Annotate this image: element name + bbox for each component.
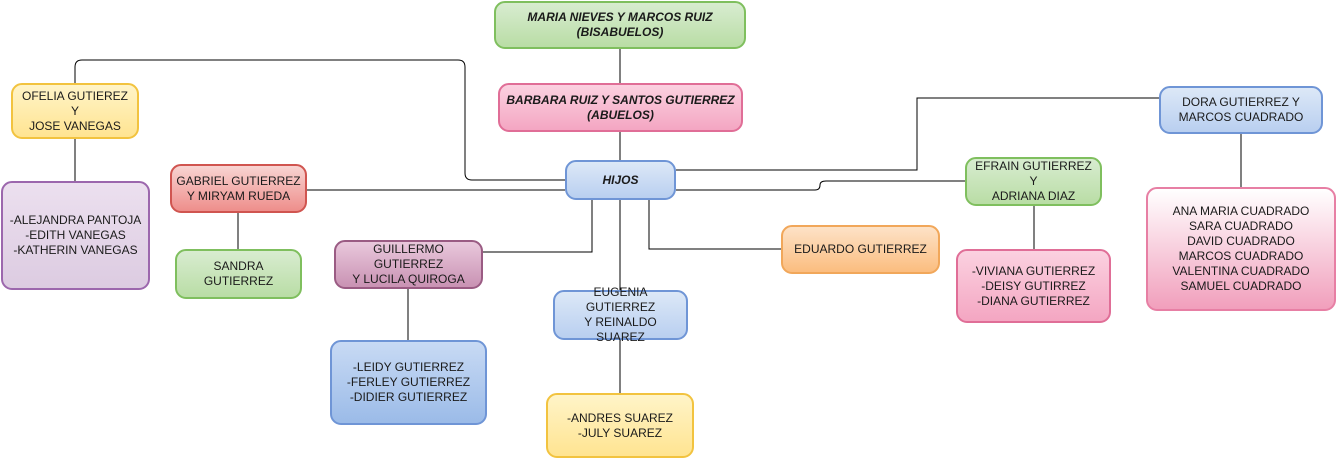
link-hijos-eduardo [648, 200, 781, 250]
efrain-children-node[interactable]: -VIVIANA GUTIERREZ -DEISY GUTIRREZ -DIAN… [956, 249, 1111, 323]
guillermo-children-node[interactable]: -LEIDY GUTIERREZ -FERLEY GUTIERREZ -DIDI… [330, 340, 487, 425]
gabriel-children-node[interactable]: SANDRA GUTIERREZ [175, 249, 302, 299]
eugenia-family-node[interactable]: EUGENIA GUTIERREZ Y REINALDO SUAREZ [553, 285, 688, 344]
dora-children-node[interactable]: ANA MARIA CUADRADO SARA CUADRADO DAVID C… [1146, 187, 1336, 311]
grandparents-node[interactable]: BARBARA RUIZ Y SANTOS GUTIERREZ (ABUELOS… [498, 83, 743, 132]
gabriel-family-node[interactable]: GABRIEL GUTIERREZ Y MIRYAM RUEDA [170, 164, 307, 213]
eugenia-children-node[interactable]: -ANDRES SUAREZ -JULY SUAREZ [546, 393, 694, 458]
link-hijos-ofelia [74, 59, 565, 181]
efrain-family-node[interactable]: EFRAIN GUTIERREZ Y ADRIANA DIAZ [965, 157, 1102, 206]
great-grandparents-node[interactable]: MARIA NIEVES Y MARCOS RUIZ (BISABUELOS) [494, 1, 746, 49]
guillermo-family-node[interactable]: GUILLERMO GUTIERREZ Y LUCILA QUIROGA [334, 240, 483, 289]
children-node[interactable]: HIJOS [565, 160, 676, 200]
link-hijos-guillermo [483, 200, 593, 253]
link-hijos-efrain [676, 180, 965, 191]
link-hijos-dora [676, 97, 1159, 171]
dora-family-node[interactable]: DORA GUTIERREZ Y MARCOS CUADRADO [1159, 86, 1323, 134]
ofelia-children-node[interactable]: -ALEJANDRA PANTOJA -EDITH VANEGAS -KATHE… [1, 181, 150, 290]
ofelia-family-node[interactable]: OFELIA GUTIEREZ Y JOSE VANEGAS [11, 83, 139, 139]
eduardo-node[interactable]: EDUARDO GUTIERREZ [781, 225, 940, 274]
